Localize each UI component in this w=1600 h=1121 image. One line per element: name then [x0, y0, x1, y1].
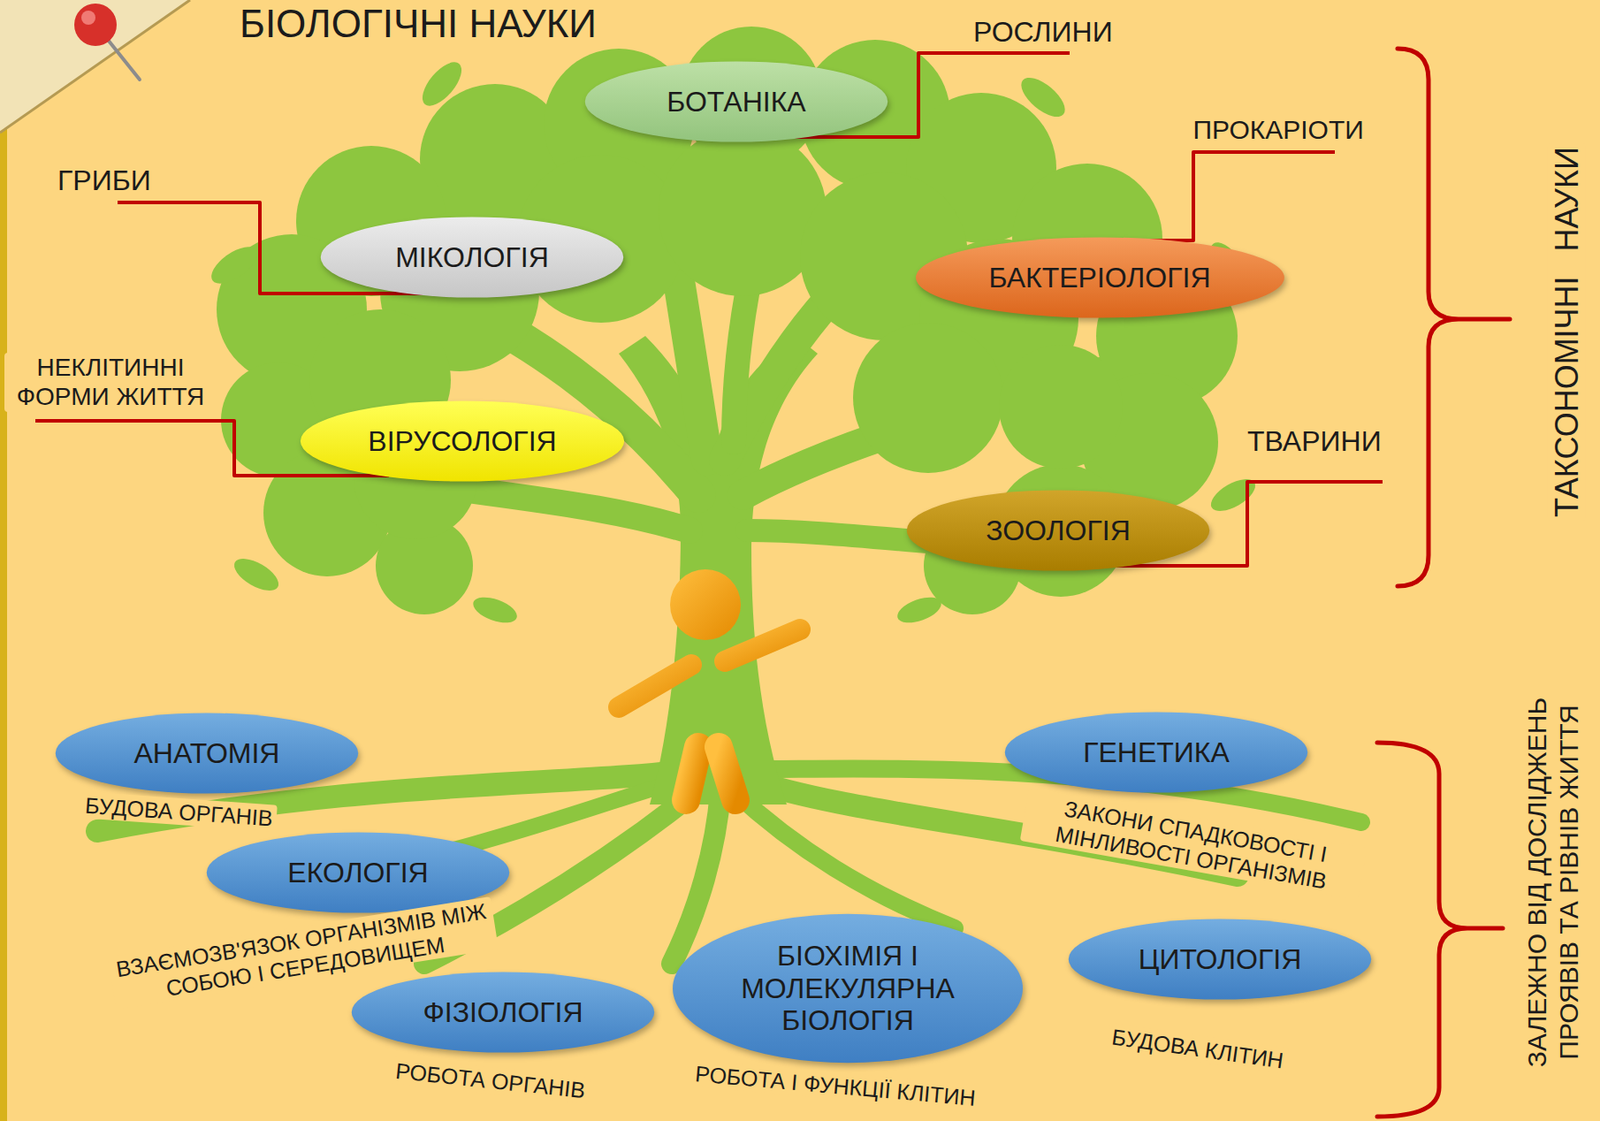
group-label: ПРОКАРІОТИ: [1189, 114, 1368, 146]
ellipse-fill: [1005, 711, 1309, 793]
leader-lines: [35, 53, 1383, 566]
ellipse-fill: [906, 489, 1211, 571]
ellipse-fill: [915, 236, 1285, 318]
push-pin: [74, 3, 140, 80]
tree-foliage: [205, 26, 1260, 628]
science-name: ЦИТОЛОГІЯ: [1138, 943, 1303, 976]
description-label: РОБОТА ОРГАНІВ: [390, 1056, 590, 1104]
description-label: РОБОТА І ФУНКЦІЇ КЛІТИН: [690, 1059, 980, 1112]
ellipse-fill: [351, 971, 656, 1052]
science-name: АНАТОМІЯ: [134, 737, 281, 770]
ellipse-fill: [55, 712, 359, 793]
science-name: ЕКОЛОГІЯ: [287, 856, 428, 890]
science-ellipse: АНАТОМІЯ: [53, 712, 360, 794]
science-ellipse: ФІЗІОЛОГІЯ: [350, 971, 656, 1053]
science-ellipse: МІКОЛОГІЯ: [319, 216, 625, 298]
science-ellipse: ВІРУСОЛОГІЯ: [298, 400, 626, 482]
science-name: БАКТЕРІОЛОГІЯ: [988, 261, 1211, 295]
bracket-label: ТАКСОНОМІЧНІ НАУКИ: [1546, 143, 1585, 521]
science-name: ЗООЛОГІЯ: [985, 514, 1131, 548]
science-ellipse: ЗООЛОГІЯ: [905, 489, 1212, 572]
group-label: РОСЛИНИ: [969, 15, 1117, 49]
ellipse-fill: [320, 216, 625, 298]
ellipse-fill: [672, 914, 1023, 1063]
group-label: НЕКЛІТИННІ ФОРМИ ЖИТТЯ: [4, 352, 217, 412]
science-name: ФІЗІОЛОГІЯ: [422, 996, 583, 1029]
science-ellipse: ЦИТОЛОГІЯ: [1066, 918, 1373, 1000]
science-name: БОТАНІКА: [666, 85, 806, 119]
science-ellipse: БАКТЕРІОЛОГІЯ: [914, 236, 1287, 319]
person-figure: [618, 569, 800, 800]
science-ellipse: БІОХІМІЯ І МОЛЕКУЛЯРНА БІОЛОГІЯ: [670, 913, 1025, 1064]
group-label: ТВАРИНИ: [1243, 424, 1386, 458]
bracket-label: ЗАЛЕЖНО ВІД ДОСЛІДЖЕНЬ ПРОЯВІВ ТА РІВНІВ…: [1521, 648, 1585, 1116]
diagram-title: БІОЛОГІЧНІ НАУКИ: [234, 1, 602, 47]
science-name: ВІРУСОЛОГІЯ: [367, 425, 557, 458]
science-ellipse: БОТАНІКА: [583, 60, 890, 143]
science-name: МІКОЛОГІЯ: [395, 241, 549, 275]
tree-trunk: [618, 335, 818, 805]
science-name: ГЕНЕТИКА: [1082, 736, 1230, 770]
science-name: БІОХІМІЯ І МОЛЕКУЛЯРНА БІОЛОГІЯ: [737, 939, 959, 1037]
ellipse-fill: [300, 400, 625, 481]
group-label: ГРИБИ: [53, 163, 155, 198]
description-label: БУДОВА КЛІТИН: [1106, 1022, 1289, 1075]
science-ellipse: ГЕНЕТИКА: [1003, 711, 1310, 793]
curly-brackets: [1377, 48, 1510, 1117]
ellipse-fill: [585, 60, 889, 142]
ellipse-fill: [1068, 918, 1372, 999]
